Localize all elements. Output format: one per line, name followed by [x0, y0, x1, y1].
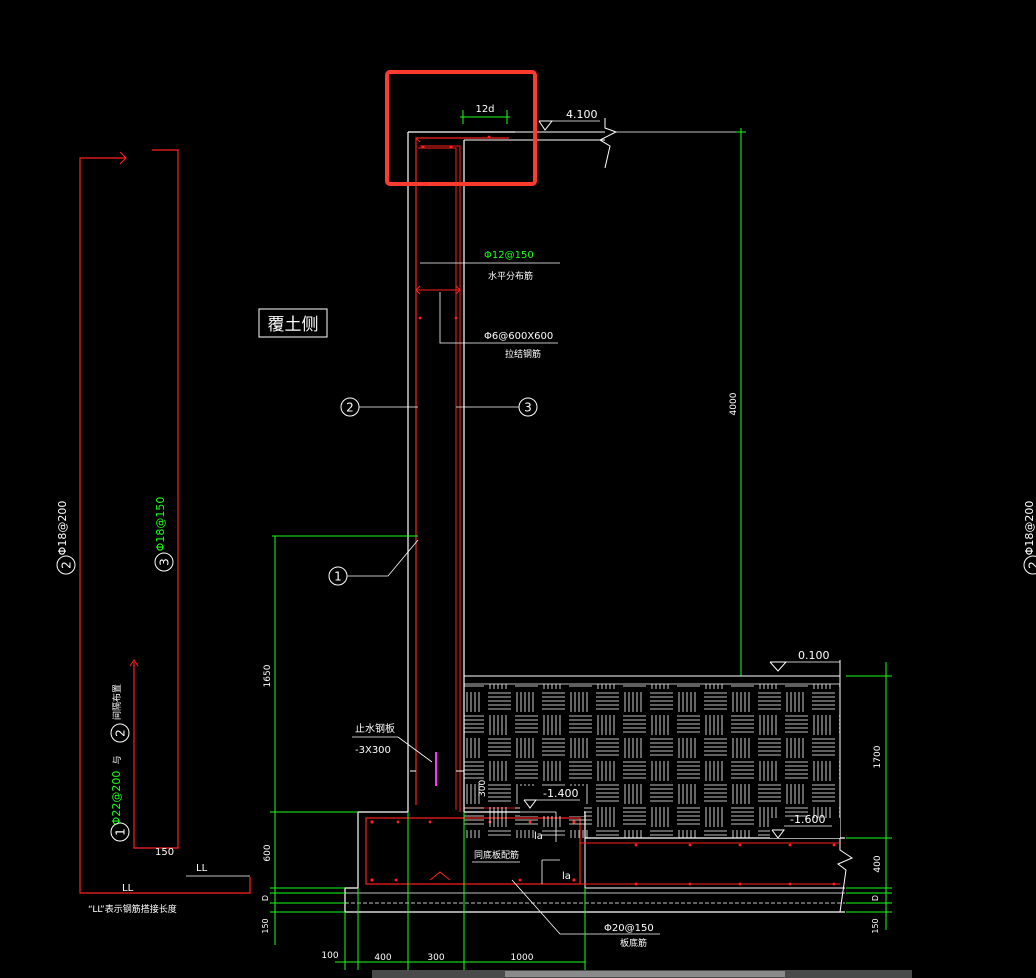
bottom-rebar-label: Φ20@150	[604, 923, 654, 934]
left-dimensions	[270, 535, 418, 945]
dim-600-label: 600	[263, 844, 273, 861]
elev-top-label: 4.100	[566, 108, 598, 121]
left-rebar-2-label: Φ18@200	[56, 501, 69, 556]
waterstop-size: -3X300	[355, 745, 391, 756]
soil-side-box	[258, 308, 328, 338]
rebar-shape-outer	[79, 157, 251, 894]
section-callout-3: 3	[524, 401, 532, 415]
callout-1-circle	[110, 822, 130, 842]
dim-D-right-label: D	[871, 895, 880, 901]
dim-150-label: 150	[261, 918, 270, 933]
dim-1700-label: 1700	[873, 745, 883, 768]
dim-1650-label: 1650	[263, 664, 273, 687]
elev-top-marker	[538, 120, 554, 131]
callout-2-circle	[56, 555, 76, 575]
dim-100-label: 100	[321, 951, 338, 961]
la-label-1: la	[534, 831, 543, 842]
callout-2-number: 2	[60, 561, 74, 569]
elev-ground-label: 0.100	[798, 649, 830, 662]
section-callout-1: 1	[334, 570, 342, 584]
left-rebar-1-label: Φ22@200	[110, 771, 123, 826]
dim-300-label: 300	[478, 780, 488, 797]
rebar-shape-inner	[133, 149, 179, 849]
rebar-horizontal-desc: 水平分布筋	[488, 270, 533, 282]
rebar-schedule: 2 Φ18@200 3 Φ18@150 2 间隔布置 与 Φ22@200 1 1…	[56, 149, 251, 915]
dim-300-bottom-label: 300	[427, 953, 444, 963]
right-edge-rebar-label: Φ18@200	[1023, 501, 1036, 556]
waterstop-title: 止水钢板	[355, 722, 395, 735]
elev-1600-label: -1.600	[790, 813, 825, 826]
right-edge-callout	[1023, 555, 1036, 575]
dim-150-right-label: 150	[871, 918, 880, 933]
callout-1-number: 1	[114, 828, 128, 836]
left-LL-label-1: LL	[196, 863, 208, 874]
right-dimensions	[846, 662, 892, 930]
soil-side-label: 覆土侧	[268, 315, 319, 335]
bottom-dimensions	[335, 812, 586, 970]
bottom-rebar-desc: 板底筋	[620, 937, 647, 949]
wall-rebar	[365, 137, 840, 885]
dim-400-label: 400	[374, 953, 391, 963]
callout-2b-circle	[110, 723, 130, 743]
left-alt-label: 间隔布置	[111, 684, 123, 720]
left-150-label: 150	[155, 847, 174, 858]
rebar-horizontal-label: Φ12@150	[484, 250, 534, 261]
highlight-box	[385, 70, 537, 186]
left-note: “LL”表示钢筋搭接长度	[88, 903, 177, 915]
rebar-tie-label: Φ6@600X600	[484, 331, 553, 342]
right-edge-callout-number: 2	[1027, 561, 1036, 569]
dim-4000-label: 4000	[729, 392, 739, 415]
left-yu-label: 与	[112, 755, 123, 764]
callout-2b-number: 2	[114, 729, 128, 737]
la-label-2: la	[562, 871, 571, 882]
dim-400-right-label: 400	[873, 855, 883, 872]
scrollbar-thumb[interactable]	[505, 971, 785, 977]
dim-1000-label: 1000	[511, 953, 534, 963]
callout-3-number: 3	[158, 558, 172, 566]
dim-12d-label: 12d	[475, 104, 494, 115]
left-rebar-3-label: Φ18@150	[154, 497, 167, 552]
footing-rebar-title: 同底板配筋	[474, 849, 519, 861]
dim-D-label: D	[261, 895, 270, 901]
rebar-dots	[370, 135, 836, 886]
left-LL-label-2: LL	[122, 883, 134, 894]
elev-1400-label: -1.400	[543, 787, 578, 800]
rebar-tie-desc: 拉结钢筋	[505, 348, 541, 360]
section-callout-2: 2	[346, 401, 354, 415]
callout-3-circle	[154, 552, 174, 572]
